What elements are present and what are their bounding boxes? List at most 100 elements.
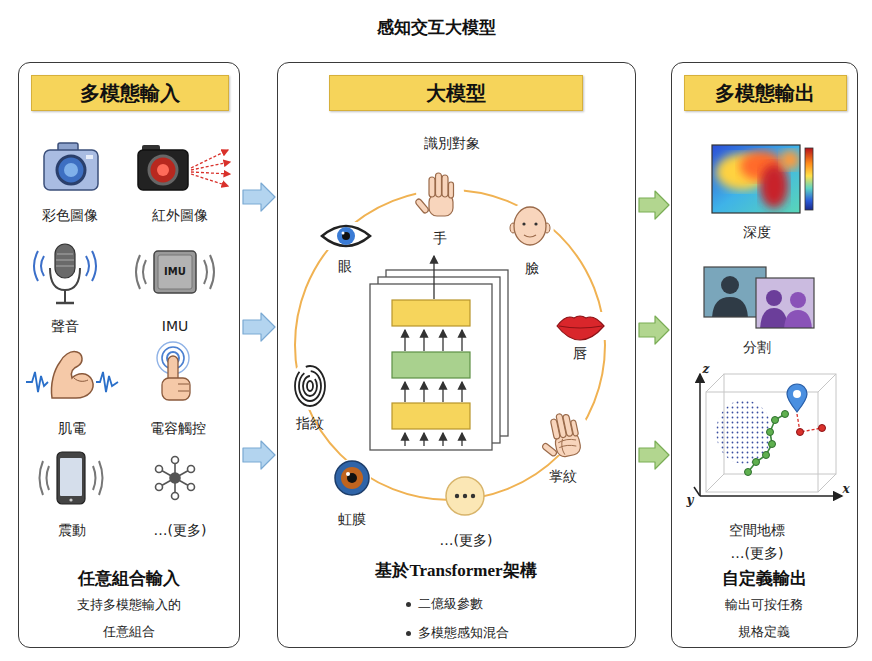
- segmentation-image-part-part: [756, 278, 814, 328]
- lips-icon-part: [556, 312, 606, 340]
- touch-icon-part: [168, 356, 178, 386]
- camera-icon-part: [57, 156, 85, 184]
- section-heading: 大模型: [330, 76, 581, 110]
- input-panel: 任意組合輸入支持多模態輸入的 任意組合多模態輸入: [18, 62, 240, 648]
- landmark-plot-part: [700, 495, 842, 497]
- network-icon-part: [172, 457, 179, 464]
- emg-arm-icon-part: [74, 378, 88, 381]
- imu-chip-icon-part: [136, 255, 140, 289]
- lips-icon-part: [557, 316, 604, 340]
- camera-icon-part: [44, 150, 98, 190]
- transformer-stack-part-part: [442, 382, 443, 402]
- iris-icon-part: [347, 473, 357, 483]
- landmark-plot-part: [787, 384, 807, 412]
- transformer-stack-part: [370, 284, 492, 450]
- touch-icon-part: [157, 342, 189, 374]
- depth-map-part-part: [716, 154, 768, 190]
- network-icon-part: [159, 469, 175, 478]
- transformer-stack-part-part: [423, 330, 424, 351]
- depth-map: [712, 145, 813, 213]
- landmark-plot-part-part: [706, 392, 818, 492]
- transformer-stack-part: [378, 277, 500, 443]
- transformer-stack-part-part: [404, 382, 405, 402]
- section-heading: 多模態輸入: [32, 76, 227, 110]
- infrared-camera-icon-part: [191, 162, 230, 170]
- infrared-camera-icon-part: [191, 172, 230, 174]
- landmark-plot-part: [819, 425, 826, 432]
- touch-icon-part: [178, 384, 189, 385]
- transformer-stack-part-part: [423, 382, 424, 402]
- segmentation-image-part-part: [712, 297, 748, 317]
- segmentation-image-part: [756, 278, 814, 328]
- face-icon-part: [534, 222, 537, 225]
- palmprint-icon: [535, 408, 589, 461]
- panel-heading: 基於Transformer架構: [278, 559, 634, 583]
- palmprint-icon-part-part: [559, 443, 576, 449]
- microphone-icon-part: [57, 254, 73, 255]
- landmark-plot-part: [797, 414, 822, 432]
- palmprint-icon-part: [535, 411, 582, 461]
- recognition-ring: [295, 190, 605, 500]
- fingerprint-icon-part: [290, 362, 330, 410]
- flow-arrow: [639, 441, 669, 469]
- recognition-ring-part: [295, 190, 605, 500]
- transformer-stack-part: [392, 300, 470, 326]
- landmark-plot-part: [797, 429, 804, 436]
- segmentation-image-part: [704, 267, 766, 317]
- landmark-plot-part-part: [772, 417, 779, 424]
- transformer-stack-part-part: [442, 330, 443, 351]
- segmentation-image-part: [704, 267, 766, 317]
- transformer-stack-part: [392, 352, 470, 378]
- imu-chip-icon: [136, 251, 214, 293]
- infrared-camera-icon-part: [191, 174, 228, 186]
- more-icon: [446, 477, 484, 515]
- microphone-icon-part: [41, 256, 44, 276]
- more-icon-part: [446, 477, 484, 515]
- panel-note: 輸出可按任務 規格定義: [722, 591, 806, 645]
- vibration-phone-icon-part: [69, 498, 72, 501]
- fingerprint-icon-part: [295, 366, 325, 406]
- segmentation-image-part-part: [760, 308, 788, 328]
- segmentation-image-part-part: [704, 267, 766, 317]
- depth-map-part-part: [712, 145, 800, 213]
- face-icon-part: [524, 235, 536, 237]
- landmark-plot-part: [694, 487, 700, 496]
- flow-arrow: [639, 191, 669, 219]
- diagram-title: 感知交互大模型: [0, 16, 872, 40]
- face-icon-part: [544, 223, 550, 233]
- landmark-plot-part: [748, 414, 785, 472]
- network-icon-part: [175, 478, 191, 487]
- imu-chip-icon-part: [143, 260, 146, 284]
- bullet-item: 多模態感知混合: [404, 623, 509, 643]
- more-icon-part: [471, 494, 475, 498]
- iris-icon-part: [341, 467, 363, 489]
- transformer-stack-part-part: [433, 256, 434, 299]
- panel-heading: 任意組合輸入: [19, 567, 238, 591]
- imu-chip-icon-part: [158, 255, 192, 289]
- depth-map-part-part: [780, 150, 800, 170]
- lips-icon-part: [559, 326, 602, 328]
- microphone-icon-part: [86, 256, 89, 276]
- panel-heading: 自定義輸出: [672, 567, 856, 591]
- microphone-icon-part: [56, 260, 74, 261]
- touch-icon: [157, 342, 190, 400]
- landmark-plot-part-part: [724, 374, 836, 474]
- hand-icon-part: [416, 168, 464, 216]
- segmentation-image-part-part: [784, 310, 812, 328]
- face-icon-part: [514, 207, 546, 245]
- landmark-plot-part-part: [745, 469, 752, 476]
- flow-arrow: [639, 316, 669, 344]
- transformer-stack-part: [392, 403, 470, 429]
- section-band: 多模態輸出: [684, 75, 847, 111]
- landmark-plot-part-part: [706, 374, 724, 392]
- network-icon-part: [156, 466, 163, 473]
- eye-icon: [320, 222, 372, 250]
- network-icon-part: [188, 466, 195, 473]
- section-heading: 多模態輸出: [685, 76, 845, 110]
- landmark-plot-part-part: [753, 459, 760, 466]
- landmark-plot-part-part: [769, 441, 776, 448]
- palmprint-icon-part-part: [558, 438, 576, 444]
- vibration-phone-icon: [40, 452, 103, 504]
- landmark-plot-part: [706, 374, 836, 492]
